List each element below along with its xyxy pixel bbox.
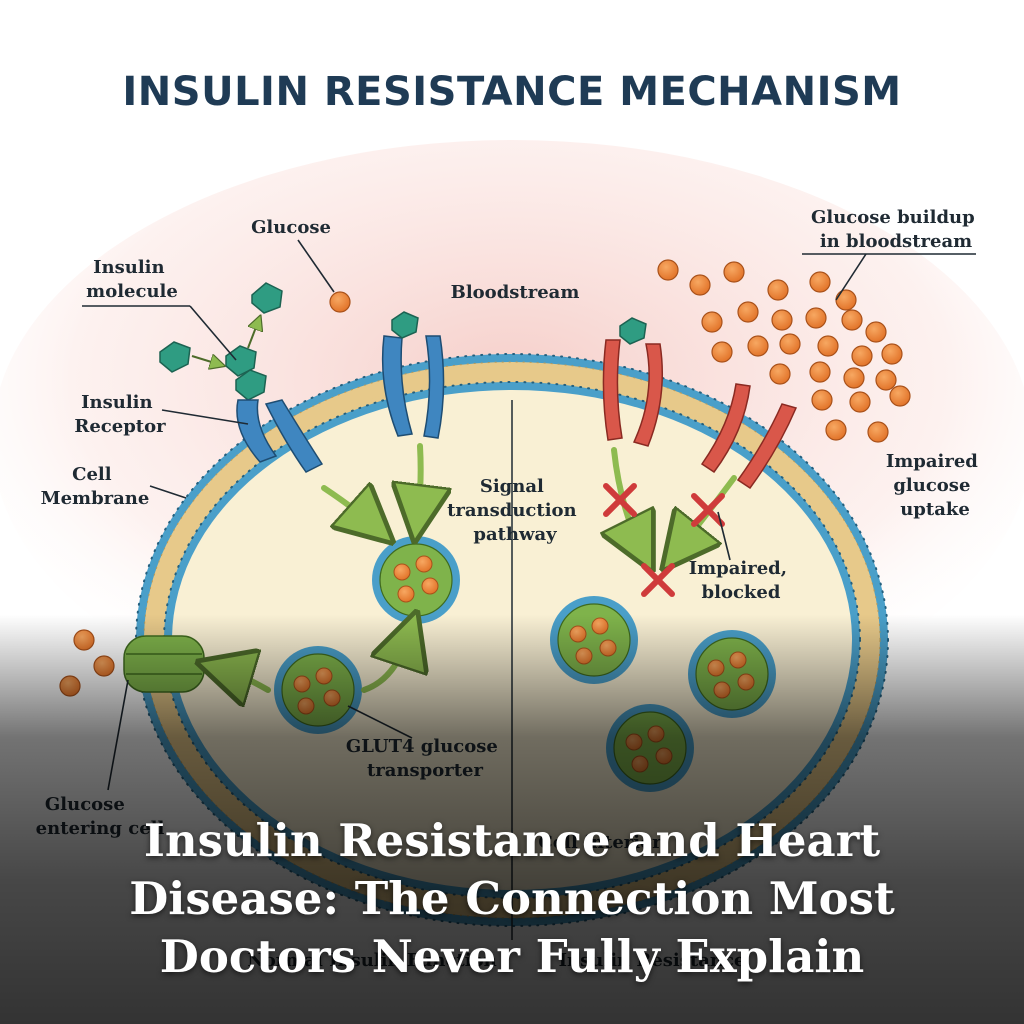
glut4-vesicle-top — [372, 536, 460, 624]
headline-line-3: Doctors Never Fully Explain — [159, 930, 865, 983]
glut4-membrane-channel — [123, 635, 205, 693]
label-glucose: Glucose — [251, 217, 331, 238]
glut4-vesicle-resistant-3 — [606, 704, 694, 792]
headline-line-2: Disease: The Connection Most — [129, 872, 895, 925]
glut4-vesicle-bottom — [274, 646, 362, 734]
label-impaired-uptake: Impaired glucose uptake — [886, 451, 984, 520]
glut4-vesicle-resistant-1 — [550, 596, 638, 684]
glut4-vesicle-resistant-2 — [688, 630, 776, 718]
diagram-title: INSULIN RESISTANCE MECHANISM — [122, 69, 901, 115]
headline-line-1: Insulin Resistance and Heart — [143, 814, 881, 867]
glucose-outside-left — [59, 629, 115, 697]
label-bloodstream: Bloodstream — [451, 282, 580, 303]
glucose-molecule — [329, 291, 351, 313]
article-headline: Insulin Resistance and Heart Disease: Th… — [40, 812, 984, 986]
